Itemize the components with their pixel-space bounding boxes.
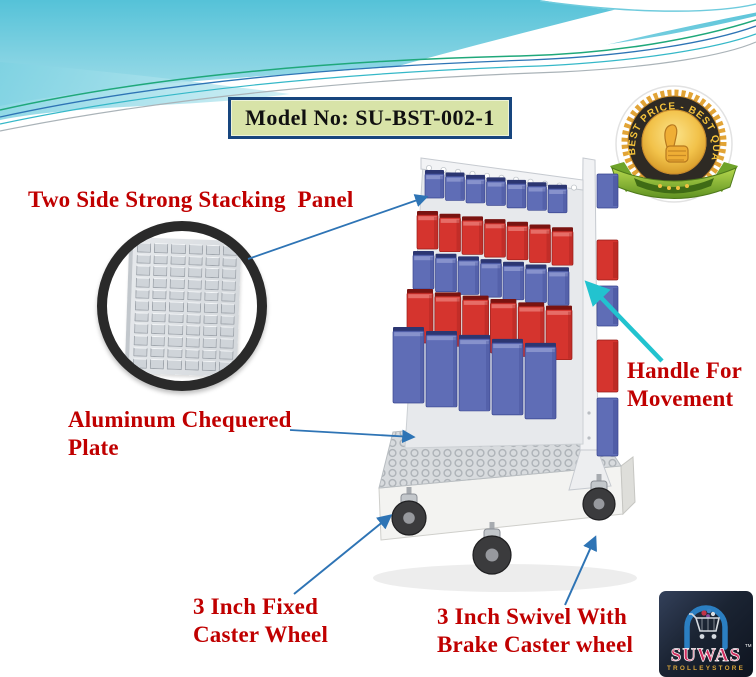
panel-slot <box>205 256 220 267</box>
panel-slot <box>134 323 149 334</box>
panel-slot <box>132 358 148 369</box>
panel-slot <box>221 280 236 291</box>
panel-slot <box>221 268 237 279</box>
suwas-logo: SUWAS TM TROLLEYSTORE <box>659 591 753 677</box>
panel-slot <box>150 335 166 347</box>
panel-slot <box>221 291 236 302</box>
panel-slot <box>151 324 166 335</box>
best-price-quality-badge: BEST PRICE - BEST QUALITY <box>604 84 738 203</box>
panel-slot <box>169 301 184 312</box>
stacking-bins <box>392 170 574 420</box>
panel-slot <box>184 360 199 371</box>
brand-name: SUWAS <box>671 645 741 666</box>
cart-icon <box>689 608 721 639</box>
brand-subtitle: TROLLEYSTORE <box>667 665 745 672</box>
panel-slot <box>219 350 234 361</box>
callout-stacking-panel-label: Two Side Strong Stacking Panel <box>28 187 354 212</box>
panel-slot <box>153 254 169 265</box>
panel-slot <box>185 325 201 336</box>
model-number-text: Model No: SU-BST-002-1 <box>245 105 495 130</box>
thumbs-up-icon <box>664 124 689 163</box>
panel-slot <box>186 302 201 313</box>
panel-slot <box>170 266 185 277</box>
panel-slot <box>168 313 184 324</box>
panel-slot <box>185 313 201 325</box>
caster-wheels <box>391 474 616 575</box>
badge-scallop-rim <box>621 89 727 195</box>
callout-swivel-caster-label: 3 Inch Swivel With Brake Caster wheel <box>437 604 634 658</box>
panel-slot <box>205 244 221 255</box>
panel-slot <box>167 348 183 359</box>
panel-slot <box>222 256 237 268</box>
panel-slot <box>168 324 183 336</box>
panel-slot <box>222 245 238 256</box>
panel-slot <box>154 242 169 254</box>
panel-slot <box>169 290 185 301</box>
panel-slot <box>203 314 218 325</box>
badge-ribbon <box>610 162 738 199</box>
panel-slot <box>151 312 167 323</box>
callout-handle-label: Handle For Movement <box>627 358 743 412</box>
panel-slot <box>136 253 151 265</box>
panel-slot <box>219 326 235 337</box>
panel-slot <box>136 242 152 253</box>
panel-slot <box>204 279 219 290</box>
panel-slot <box>167 336 183 347</box>
louvered-panel-detail <box>124 237 242 377</box>
panel-slot <box>220 315 235 326</box>
brand-tm: TM <box>745 643 752 648</box>
panel-slot <box>171 243 186 254</box>
panel-slot <box>152 289 167 300</box>
panel-slot <box>218 361 234 372</box>
back-side-bins <box>596 173 619 457</box>
panel-slot <box>153 266 168 277</box>
panel-slot <box>184 348 200 359</box>
panel-slot <box>187 255 203 266</box>
panel-slot <box>133 335 149 346</box>
panel-slot <box>202 337 217 348</box>
panel-slot <box>201 349 217 360</box>
callout-chequered-plate-label: Aluminum Chequered Plate <box>68 407 292 461</box>
panel-slot <box>152 301 167 312</box>
panel-slot <box>219 338 234 349</box>
panel-slot <box>204 268 220 279</box>
panel-slot <box>135 288 150 299</box>
panel-slot <box>187 267 203 278</box>
panel-slot <box>203 302 218 314</box>
panel-slot <box>149 359 165 370</box>
panel-slot <box>167 359 182 370</box>
bin-trolley-illustration <box>373 157 637 592</box>
panel-slot <box>185 337 200 348</box>
stacking-panel-magnifier <box>97 221 267 391</box>
panel-slot <box>187 279 202 290</box>
model-number-box: Model No: SU-BST-002-1 <box>228 97 512 139</box>
panel-slot <box>152 277 168 288</box>
panel-slot <box>188 244 203 255</box>
panel-slot <box>150 347 165 358</box>
arch-icon <box>684 605 728 650</box>
panel-slot <box>202 326 218 337</box>
panel-slot <box>169 278 185 289</box>
panel-slot <box>201 361 216 372</box>
panel-slot <box>133 347 148 358</box>
panel-slot <box>134 300 150 311</box>
callout-fixed-caster-label: 3 Inch Fixed Caster Wheel <box>193 594 329 648</box>
panel-slot <box>186 290 202 301</box>
panel-slot <box>170 255 186 266</box>
panel-slot <box>135 277 151 288</box>
header-wave-decoration <box>0 0 756 132</box>
panel-slot <box>203 291 219 302</box>
panel-slot <box>220 303 236 314</box>
panel-slot <box>136 265 151 276</box>
panel-slot <box>134 312 149 323</box>
